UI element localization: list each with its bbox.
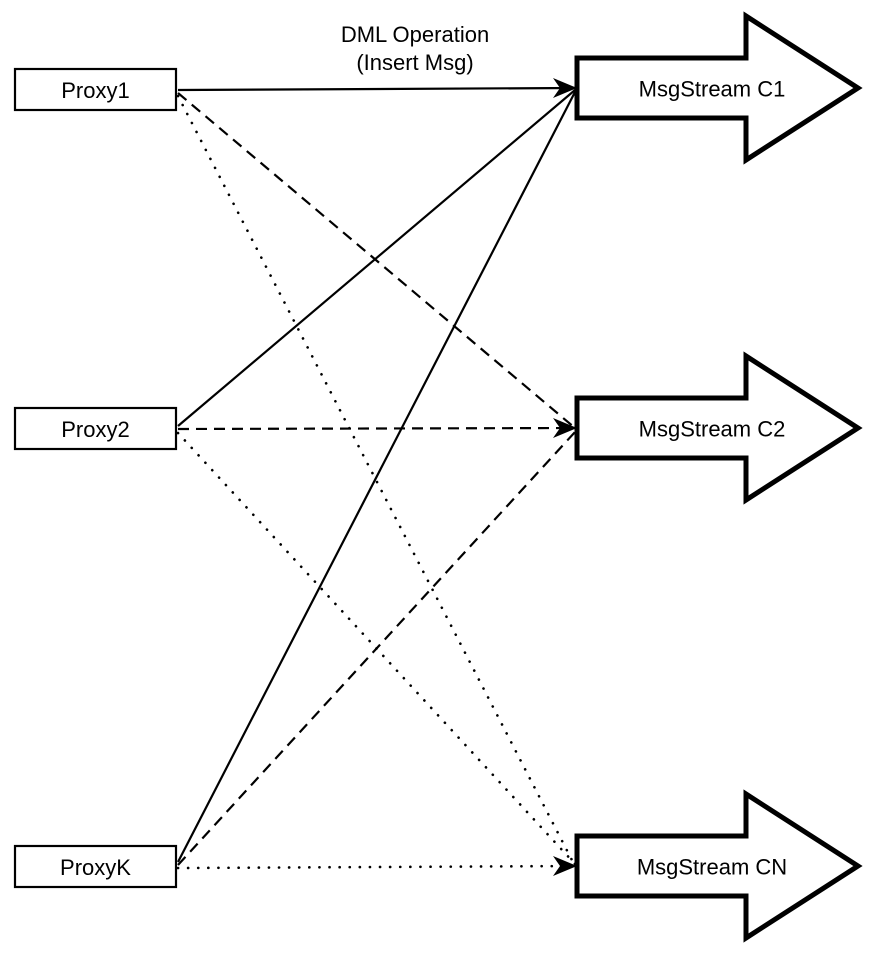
proxyk-box[interactable] — [13, 844, 178, 889]
edge-caption-dml-operation: DML Operation (Insert Msg) — [341, 22, 489, 75]
arrowhead-icon-stream-c2 — [553, 418, 577, 438]
node-stream-c2[interactable]: MsgStream C2 — [574, 351, 863, 505]
node-proxyk[interactable]: ProxyK — [13, 844, 178, 889]
caption-line-1: DML Operation — [341, 22, 489, 47]
stream-c2-arrow-shape[interactable] — [574, 351, 863, 505]
proxy1-label: Proxy1 — [61, 78, 129, 103]
proxy2-label: Proxy2 — [61, 417, 129, 442]
caption-line-2: (Insert Msg) — [356, 50, 473, 75]
edge-proxy2-to-stream-c1 — [177, 89, 576, 427]
proxy1-box[interactable] — [13, 67, 178, 112]
node-proxy2[interactable]: Proxy2 — [13, 406, 178, 451]
stream-c1-label: MsgStream C1 — [639, 77, 786, 102]
edge-proxy2-to-stream-c2 — [177, 426, 576, 431]
edge-proxy1-to-stream-cn — [176, 94, 577, 868]
proxyk-label: ProxyK — [60, 855, 131, 880]
node-proxy1[interactable]: Proxy1 — [13, 67, 178, 112]
edge-proxy1-to-stream-c2 — [177, 92, 576, 429]
stream-c1-arrow-shape[interactable] — [574, 11, 863, 165]
edge-proxyk-to-stream-c2 — [177, 431, 576, 866]
edge-proxyk-to-stream-cn — [176, 864, 577, 870]
arrowhead-icon-stream-c1 — [553, 78, 577, 98]
node-stream-cn[interactable]: MsgStream CN — [574, 789, 863, 943]
arrowhead-icon-stream-cn — [553, 856, 577, 876]
stream-c2-label: MsgStream C2 — [639, 417, 786, 442]
proxy2-box[interactable] — [13, 406, 178, 451]
stream-cn-label: MsgStream CN — [637, 855, 787, 880]
stream-cn-arrow-shape[interactable] — [574, 789, 863, 943]
edge-proxyk-to-stream-c1 — [177, 91, 576, 863]
node-stream-c1[interactable]: MsgStream C1 — [574, 11, 863, 165]
edge-proxy1-to-stream-c1 — [177, 86, 576, 92]
